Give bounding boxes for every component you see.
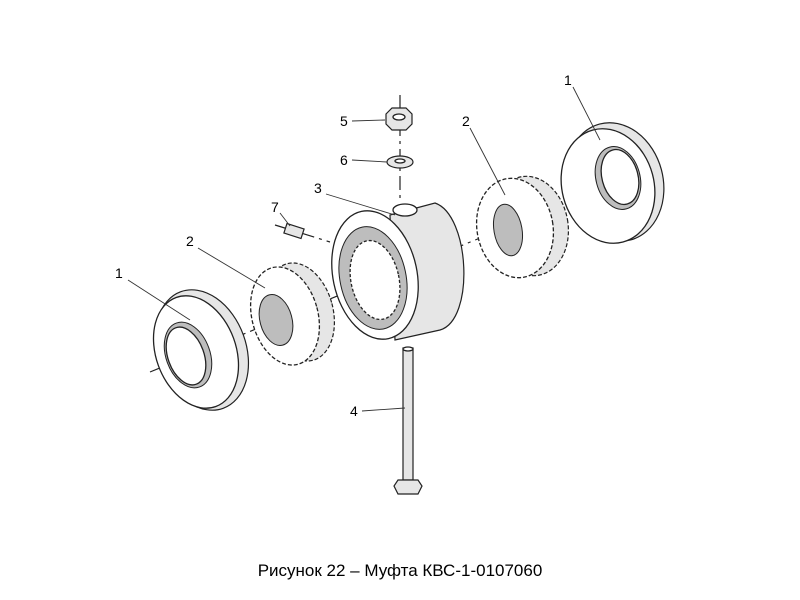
callout-3: 3 bbox=[314, 180, 322, 196]
housing bbox=[331, 202, 465, 341]
callout-7: 7 bbox=[271, 199, 279, 215]
figure-caption: Рисунок 22 – Муфта КВС-1-0107060 bbox=[257, 561, 543, 580]
cap-right bbox=[560, 122, 665, 244]
callout-2-left: 2 bbox=[186, 233, 194, 249]
cap-left bbox=[152, 289, 250, 411]
callout-6: 6 bbox=[340, 152, 348, 168]
callout-4: 4 bbox=[350, 403, 358, 419]
nut bbox=[385, 107, 413, 131]
gear-right bbox=[475, 175, 570, 279]
washer bbox=[386, 155, 414, 169]
callout-5: 5 bbox=[340, 113, 348, 129]
callout-1-right: 1 bbox=[564, 72, 572, 88]
bolt bbox=[393, 346, 423, 495]
callout-1-left: 1 bbox=[115, 265, 123, 281]
gear-left bbox=[249, 262, 336, 366]
callout-2-right: 2 bbox=[462, 113, 470, 129]
grease-fitting bbox=[274, 222, 331, 243]
